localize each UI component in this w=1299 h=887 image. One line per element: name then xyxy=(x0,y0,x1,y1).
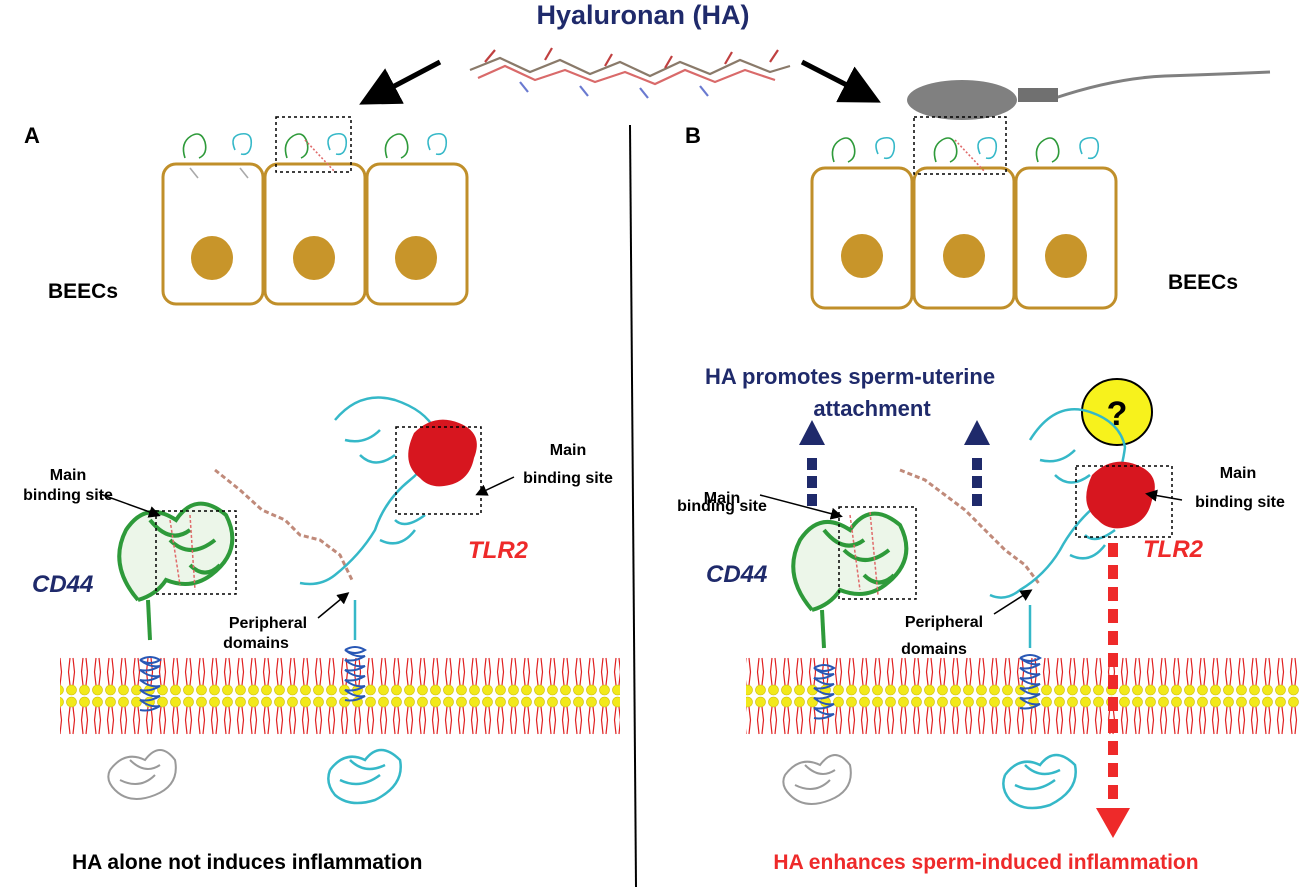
arrow-to-panel-b xyxy=(800,59,881,103)
panel-a-cd44-binding-box xyxy=(155,510,237,595)
panel-b-peripheral-label: domains xyxy=(901,641,967,658)
panel-b-cells-label: BEECs xyxy=(1168,271,1238,294)
panel-b-tlr2-site-pointer xyxy=(1145,489,1183,502)
cell xyxy=(161,162,265,306)
panel-b-attachment-label: attachment xyxy=(813,396,931,421)
cell xyxy=(912,166,1016,310)
cell xyxy=(1014,166,1118,310)
panel-b-peripheral-label: Peripheral xyxy=(905,614,983,631)
panel-a-surface-receptors xyxy=(182,132,448,179)
nucleus xyxy=(1045,234,1087,278)
sperm-icon xyxy=(907,70,1271,120)
panel-b-tlr2-site-label: Main xyxy=(1220,465,1256,482)
panel-a-cd44-helix xyxy=(139,656,162,712)
panel-b-tlr2-intracellular xyxy=(1002,753,1077,810)
panel-a-tlr2-helix xyxy=(344,646,367,702)
nucleus xyxy=(395,236,437,280)
cell xyxy=(365,162,469,306)
panel-a-tlr2-site-label: Main xyxy=(550,442,586,459)
panel-b-cd44-label: CD44 xyxy=(706,561,767,588)
cell xyxy=(810,166,914,310)
panel-b-tlr2-helix xyxy=(1019,654,1042,710)
panel-b-caption: HA enhances sperm-induced inflammation xyxy=(773,851,1198,874)
panel-b-inflammation-arrow xyxy=(1096,543,1130,838)
panel-a-cd44-site-label: binding site xyxy=(23,487,113,504)
panel-b-tlr2-label: TLR2 xyxy=(1143,536,1204,563)
panel-a-tlr2-binding-box xyxy=(395,426,482,515)
panel-a-cells-label: BEECs xyxy=(48,280,118,303)
panel-a-zoom-box xyxy=(275,116,352,173)
panel-b-letter: B xyxy=(685,123,701,148)
cell xyxy=(263,162,367,306)
panel-b-ha-chain xyxy=(899,468,1042,586)
panel-b-tlr2-protein xyxy=(989,407,1127,648)
panel-b-cd44-site-pointer xyxy=(759,494,843,520)
panel-a-membrane xyxy=(60,620,620,736)
diagram-title: Hyaluronan (HA) xyxy=(536,0,749,30)
panel-b-peripheral-pointer xyxy=(993,589,1033,615)
panel-a-tlr2-protein xyxy=(299,396,437,640)
panel-a-tlr2-intracellular xyxy=(327,748,402,805)
panel-a-tlr2-binding-site xyxy=(408,419,477,487)
panel-a-tlr2-site-label: binding site xyxy=(523,470,613,487)
nucleus xyxy=(191,236,233,280)
panel-b-tlr2-binding-site xyxy=(1086,461,1155,529)
panel-b-cd44-protein xyxy=(791,511,909,649)
panel-a-peripheral-label: domains xyxy=(223,635,289,652)
panel-a-peripheral-pointer xyxy=(317,592,350,619)
panel-b-tlr2-binding-box xyxy=(1075,465,1173,538)
panel-a-ha-chain xyxy=(214,468,354,581)
hyaluronan-molecule-icon xyxy=(469,47,791,99)
panel-a-letter: A xyxy=(24,123,40,148)
panel-a-cd44-label: CD44 xyxy=(32,571,93,598)
panel-a-tlr2-site-pointer xyxy=(475,476,515,496)
panel-b-cd44-intracellular xyxy=(782,754,852,805)
panel-b-cd44-site-label: Main xyxy=(704,490,740,507)
arrow-to-panel-a xyxy=(359,59,442,105)
panel-a-caption: HA alone not induces inflammation xyxy=(72,851,422,874)
panel-b-cd44-site-label: binding site xyxy=(677,498,767,515)
panel-a-tlr2-label: TLR2 xyxy=(468,537,529,564)
question-mark: ? xyxy=(1107,395,1128,433)
panel-b-membrane xyxy=(746,627,1299,743)
panel-b-surface-receptors xyxy=(831,136,1100,173)
panel-a-cd44-intracellular xyxy=(107,749,177,800)
panel-b-attachment-label: HA promotes sperm-uterine xyxy=(705,364,995,389)
panel-b-zoom-box xyxy=(913,116,1007,175)
nucleus xyxy=(841,234,883,278)
nucleus xyxy=(293,236,335,280)
panel-b-cells xyxy=(810,166,1118,310)
panel-b-cd44-helix xyxy=(813,664,836,720)
nucleus xyxy=(943,234,985,278)
panel-a-cd44-protein xyxy=(117,501,235,641)
panel-a-peripheral-label: Peripheral xyxy=(229,615,307,632)
panel-a-cd44-site-pointer xyxy=(99,493,161,518)
panel-a-cd44-site-label: Main xyxy=(50,467,86,484)
panel-b-tlr2-site-label: binding site xyxy=(1195,494,1285,511)
panel-b-cd44-binding-box xyxy=(838,506,917,600)
panel-divider xyxy=(629,124,637,887)
panel-a-cells xyxy=(161,162,469,306)
panel-b-attachment-arrows xyxy=(799,420,990,506)
